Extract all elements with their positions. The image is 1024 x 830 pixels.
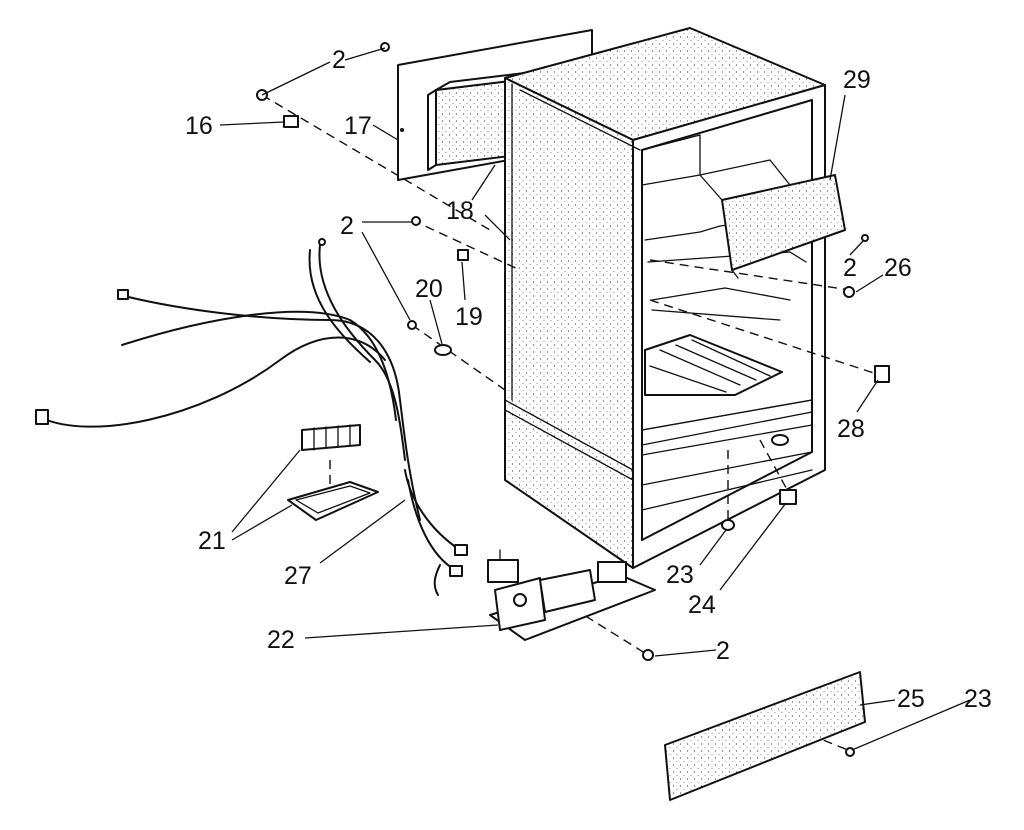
callout-2-right: 2 xyxy=(843,254,857,282)
callout-20: 20 xyxy=(415,275,443,303)
callout-labels: 2 16 17 18 2 19 20 29 2 26 28 21 27 22 2… xyxy=(185,46,992,713)
callout-2-top: 2 xyxy=(332,46,346,74)
callout-26: 26 xyxy=(884,254,912,282)
shelf-panel xyxy=(721,174,846,279)
callout-17: 17 xyxy=(344,112,372,140)
callout-25: 25 xyxy=(897,685,925,713)
kick-plate xyxy=(664,671,866,801)
callout-23-panel: 23 xyxy=(964,685,992,713)
callout-29: 29 xyxy=(843,66,871,94)
cabinet xyxy=(504,27,826,569)
callout-19: 19 xyxy=(455,303,483,331)
callout-23-base: 23 xyxy=(666,561,694,589)
callout-21: 21 xyxy=(198,527,226,555)
callout-2-bottom: 2 xyxy=(716,637,730,665)
leader-lines xyxy=(219,47,971,751)
callout-28: 28 xyxy=(837,415,865,443)
control-board xyxy=(487,549,656,641)
callout-22: 22 xyxy=(267,626,295,654)
ice-tray xyxy=(287,424,379,521)
wiring-harness xyxy=(35,238,468,596)
callout-16: 16 xyxy=(185,112,213,140)
callout-2-mid: 2 xyxy=(340,212,354,240)
callout-27: 27 xyxy=(284,562,312,590)
callout-18: 18 xyxy=(446,197,474,225)
callout-24: 24 xyxy=(688,591,716,619)
